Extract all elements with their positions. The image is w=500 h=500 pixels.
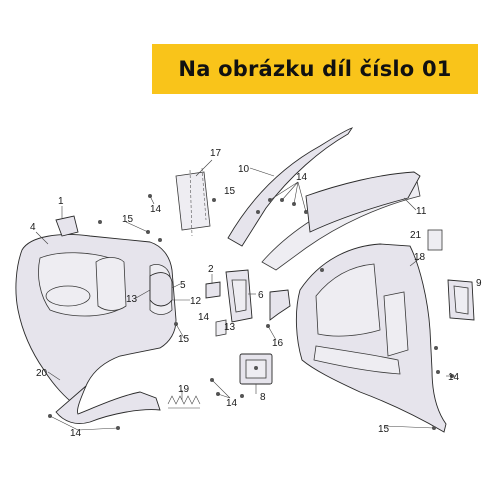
hinge-16: [269, 289, 291, 321]
clip-2: [205, 281, 221, 299]
callout-17: 17: [210, 148, 222, 159]
bracket-17: [175, 167, 211, 237]
callout-13-right: 13: [224, 322, 236, 333]
callout-4: 4: [30, 222, 36, 233]
callout-14-right: 14: [448, 372, 460, 383]
callout-13-left: 13: [126, 294, 138, 305]
callout-2: 2: [208, 264, 214, 275]
banner-title: Na obrázku díl číslo 01: [178, 57, 452, 81]
callout-6: 6: [258, 290, 264, 301]
front-cover-right: [295, 243, 447, 433]
callout-9: 9: [476, 278, 482, 289]
callout-15-mid: 15: [178, 334, 190, 345]
bracket-9: [447, 279, 475, 321]
bracket-1: [55, 215, 79, 237]
leader-lines: [35, 159, 456, 431]
spring-19: [167, 395, 201, 409]
callout-10: 10: [238, 164, 250, 175]
windshield-trim: [227, 127, 421, 271]
callout-1: 1: [58, 196, 64, 207]
callout-8: 8: [260, 392, 266, 403]
callout-15-bracket: 15: [224, 186, 236, 197]
inner-leg-shield-left: [15, 234, 177, 424]
callout-19: 19: [178, 384, 190, 395]
callout-14-bottom: 14: [70, 428, 82, 439]
callout-15-bottom: 15: [378, 424, 390, 435]
bracket-6: [225, 269, 253, 323]
callout-12: 12: [190, 296, 202, 307]
callout-16: 16: [272, 338, 284, 349]
callout-21: 21: [410, 230, 422, 241]
callout-14-lower: 14: [226, 398, 238, 409]
callout-5: 5: [180, 280, 186, 291]
callout-14-trim: 14: [296, 172, 308, 183]
callout-11: 11: [416, 206, 427, 217]
latch-5: [149, 272, 173, 307]
callout-15-top: 15: [122, 214, 134, 225]
clip-13: [215, 319, 227, 337]
callout-20: 20: [36, 368, 48, 379]
callout-14-top: 14: [150, 204, 162, 215]
callout-14-mid: 14: [198, 312, 210, 323]
callout-18: 18: [414, 252, 426, 263]
title-banner: Na obrázku díl číslo 01: [152, 44, 478, 94]
part-21-plate: [427, 229, 443, 251]
lock-8: [239, 353, 273, 385]
